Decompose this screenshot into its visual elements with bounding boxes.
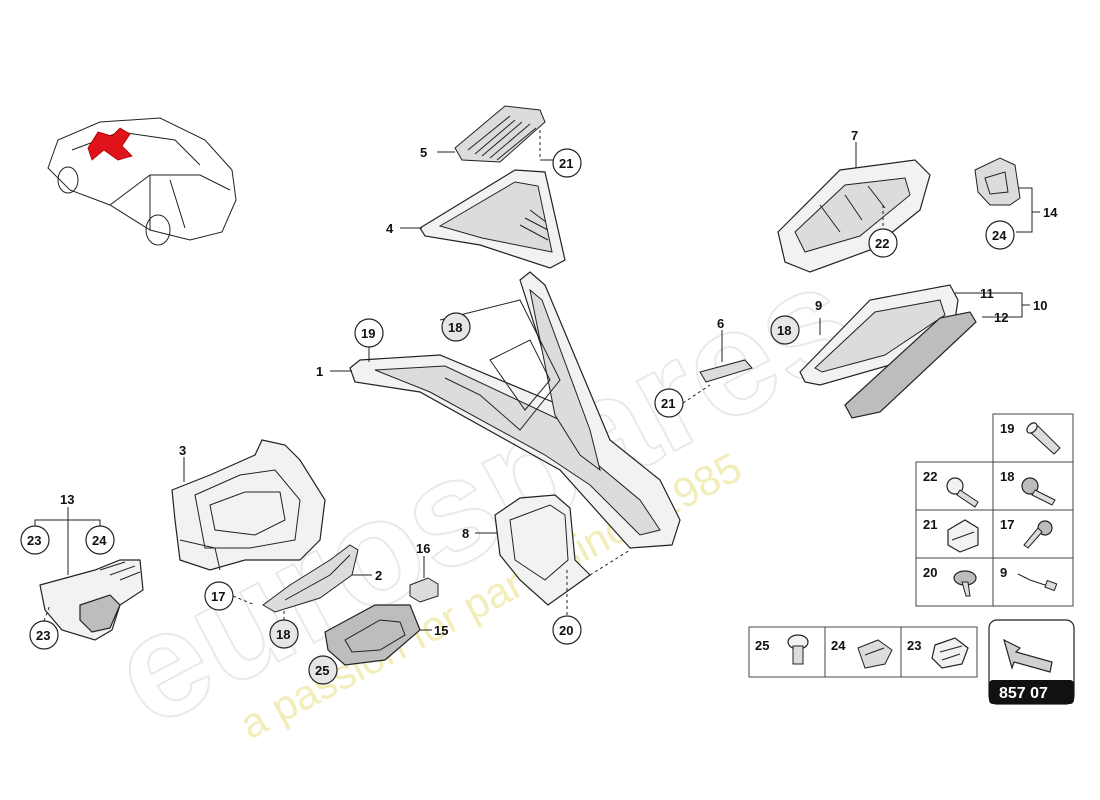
callout-23-lower: 23 bbox=[36, 628, 50, 643]
part-5-grille[interactable] bbox=[454, 105, 546, 163]
part-13-air-vent[interactable] bbox=[39, 559, 144, 641]
diagram-number-badge: 857 07 bbox=[988, 619, 1075, 705]
callout-18-right: 18 bbox=[777, 323, 791, 338]
callout-18-center: 18 bbox=[448, 320, 462, 335]
hw-label-20: 20 bbox=[923, 565, 937, 580]
hw-label-19: 19 bbox=[1000, 421, 1014, 436]
part-15-switch-panel[interactable] bbox=[324, 604, 421, 666]
screw-icon-17 bbox=[1023, 520, 1053, 549]
sensor-icon-9 bbox=[1017, 573, 1058, 592]
hw-label-24: 24 bbox=[831, 638, 846, 653]
screw-icon-19 bbox=[1026, 422, 1061, 455]
part-7-storage-module[interactable] bbox=[777, 159, 931, 273]
part-3-bracket[interactable] bbox=[171, 439, 326, 571]
callout-18-lower: 18 bbox=[276, 627, 290, 642]
label-3: 3 bbox=[179, 443, 186, 458]
label-11: 11 bbox=[980, 286, 994, 301]
callout-21-center: 21 bbox=[661, 396, 675, 411]
part-9-display-unit[interactable] bbox=[799, 284, 959, 386]
callout-17: 17 bbox=[211, 589, 225, 604]
callout-23-left: 23 bbox=[27, 533, 41, 548]
label-8: 8 bbox=[462, 526, 469, 541]
part-6-badge[interactable] bbox=[699, 359, 753, 383]
hw-label-25: 25 bbox=[755, 638, 769, 653]
label-2: 2 bbox=[375, 568, 382, 583]
hw-label-23: 23 bbox=[907, 638, 921, 653]
hw-label-22: 22 bbox=[923, 469, 937, 484]
clip-icon-21 bbox=[947, 519, 979, 553]
hardware-bottom-row: 25 24 23 bbox=[748, 626, 978, 678]
part-4-frame[interactable] bbox=[419, 169, 566, 269]
part-16-clip[interactable] bbox=[409, 577, 439, 603]
hw-label-18: 18 bbox=[1000, 469, 1014, 484]
hardware-grid: 19 22 18 21 17 20 9 bbox=[915, 413, 1074, 607]
highlighted-part-location bbox=[87, 127, 133, 161]
label-16: 16 bbox=[416, 541, 430, 556]
label-1: 1 bbox=[316, 364, 323, 379]
label-6: 6 bbox=[717, 316, 724, 331]
label-13: 13 bbox=[60, 492, 74, 507]
callout-21-top: 21 bbox=[559, 156, 573, 171]
label-12: 12 bbox=[994, 310, 1008, 325]
part-14-bracket[interactable] bbox=[974, 157, 1021, 206]
label-15: 15 bbox=[434, 623, 448, 638]
part-12-display-trim[interactable] bbox=[844, 311, 977, 419]
direction-arrow-icon bbox=[1003, 638, 1053, 673]
label-10: 10 bbox=[1033, 298, 1047, 313]
callout-20: 20 bbox=[559, 623, 573, 638]
callout-19: 19 bbox=[361, 326, 375, 341]
label-14: 14 bbox=[1043, 205, 1058, 220]
label-4: 4 bbox=[386, 221, 394, 236]
hw-label-9: 9 bbox=[1000, 565, 1007, 580]
label-9: 9 bbox=[815, 298, 822, 313]
diagram-number: 857 07 bbox=[999, 685, 1048, 702]
label-7: 7 bbox=[851, 128, 858, 143]
callout-24-left: 24 bbox=[92, 533, 107, 548]
part-1-center-console-trim[interactable] bbox=[349, 271, 681, 549]
callout-24-right: 24 bbox=[992, 228, 1007, 243]
hw-label-21: 21 bbox=[923, 517, 937, 532]
bolt-icon-22 bbox=[946, 477, 979, 508]
bolt-icon-18 bbox=[1021, 477, 1056, 506]
bolt-icon-25 bbox=[787, 634, 809, 665]
car-overview-thumbnail bbox=[47, 117, 237, 246]
part-2-lower-bracket[interactable] bbox=[262, 544, 359, 613]
callout-25: 25 bbox=[315, 663, 329, 678]
label-5: 5 bbox=[420, 145, 427, 160]
rivet-icon-20 bbox=[953, 570, 977, 597]
hw-label-17: 17 bbox=[1000, 517, 1014, 532]
part-8-storage-tray[interactable] bbox=[494, 494, 591, 606]
clip-icon-23 bbox=[931, 637, 969, 669]
clip-icon-24 bbox=[857, 639, 893, 669]
callout-22: 22 bbox=[875, 236, 889, 251]
